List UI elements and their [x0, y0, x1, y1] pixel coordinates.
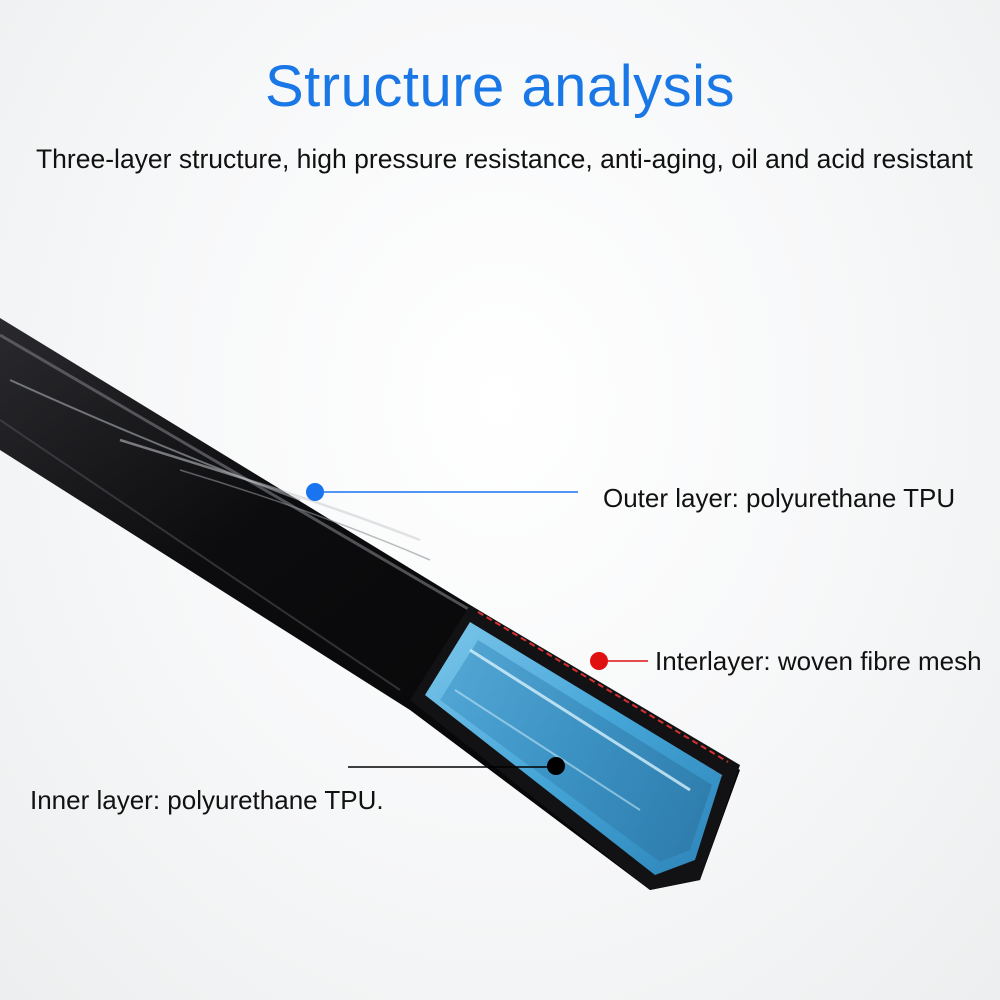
hose-highlight: [0, 333, 471, 612]
inner-layer-label: Inner layer: polyurethane TPU.: [30, 785, 384, 815]
page-subtitle: Three-layer structure, high pressure res…: [36, 144, 973, 174]
inter-callout-dot: [590, 652, 608, 670]
interlayer-mesh: [477, 611, 729, 763]
page-title: Structure analysis: [265, 54, 735, 119]
hose-highlight: [0, 419, 401, 691]
inner-layer-cavity: [440, 640, 712, 862]
inner-layer-highlight: [454, 689, 641, 811]
outer-callout-dot: [306, 483, 324, 501]
inner-layer-highlight: [469, 648, 691, 792]
hose-highlight: [9, 379, 301, 501]
inner-callout-dot: [547, 757, 565, 775]
hose-highlight: [119, 438, 421, 542]
interlayer-label: Interlayer: woven fibre mesh: [655, 646, 982, 676]
outer-layer-label: Outer layer: polyurethane TPU: [603, 483, 956, 513]
hose-highlight: [179, 469, 431, 561]
